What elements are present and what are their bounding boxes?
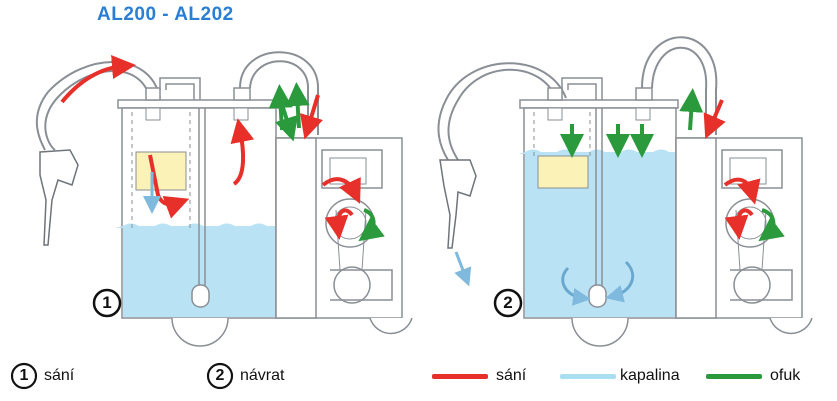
legend-line-liquid [560, 374, 616, 379]
figure-1-number: 1 [102, 293, 112, 312]
legend-label-suction: sání [496, 367, 527, 384]
legend-figure-1-number: 1 [19, 367, 29, 384]
figure-2-machine [437, 36, 813, 347]
figure-2-number: 2 [503, 293, 513, 312]
legend-line-blow [706, 374, 762, 379]
legend-label-liquid: kapalina [620, 367, 680, 384]
figure-1-machine [35, 51, 413, 347]
legend-figure-2-label: návrat [240, 367, 285, 384]
nozzle-icon [439, 159, 477, 249]
figure-2-badge [493, 288, 523, 318]
nozzle-icon [39, 149, 79, 246]
legend-badge-2 [206, 362, 234, 390]
legend-figure-1-label: sání [44, 367, 75, 384]
diagram-title: AL200 - AL202 [97, 4, 234, 25]
legend-line-suction [432, 374, 488, 379]
legend-figure-2-number: 2 [215, 367, 225, 384]
legend-label-blow: ofuk [770, 367, 801, 384]
legend-badge-1 [10, 362, 38, 390]
figure-1-badge [92, 288, 122, 318]
